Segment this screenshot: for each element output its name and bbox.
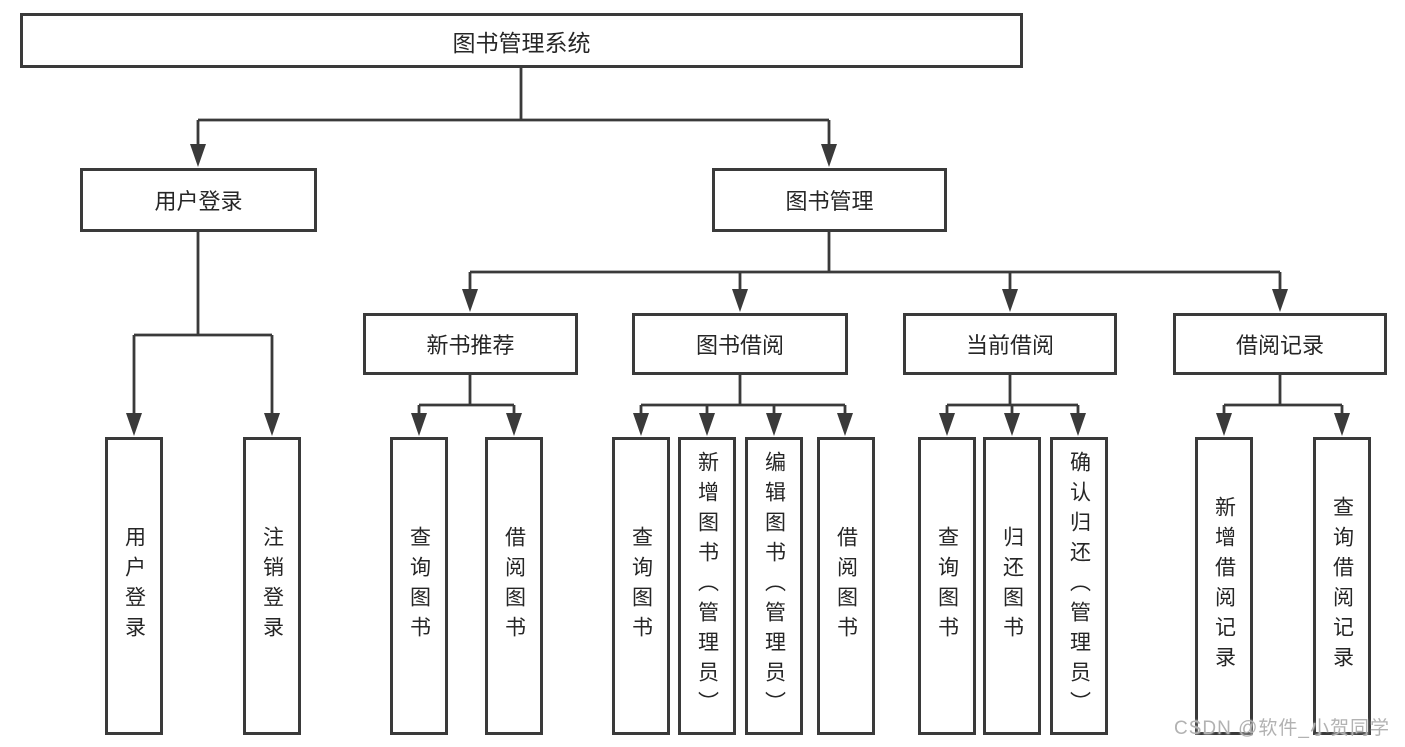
node-label: 图书管理 [785,189,874,214]
node-label: 注销登录 [260,526,284,646]
node-book-borrow: 图书借阅 [632,313,848,375]
node-label: 借阅记录 [1235,333,1324,358]
node-label: 查询图书 [629,526,653,646]
leaf-logout: 注销登录 [243,437,301,735]
node-label: 归还图书 [1000,526,1024,646]
node-label: 新增借阅记录 [1212,496,1236,676]
csdn-watermark: CSDN @软件_小贺同学 [1174,718,1390,739]
leaf-add-borrow-record: 新增借阅记录 [1195,437,1253,735]
node-new-book-recommend: 新书推荐 [363,313,578,375]
node-label: 编辑图书（管理员） [762,451,786,721]
tree-edges [132,68,1344,417]
node-label: 用户登录 [154,189,243,214]
leaf-add-book-admin: 新增图书（管理员） [678,437,736,735]
node-borrow-records: 借阅记录 [1173,313,1387,375]
node-label: 用户登录 [122,526,146,646]
node-label: 查询图书 [407,526,431,646]
leaf-confirm-return-admin: 确认归还（管理员） [1050,437,1108,735]
leaf-query-book-borrow: 查询图书 [612,437,670,735]
node-label: 查询借阅记录 [1330,496,1354,676]
node-system-root: 图书管理系统 [20,13,1023,68]
leaf-edit-book-admin: 编辑图书（管理员） [745,437,803,735]
node-label: 借阅图书 [502,526,526,646]
node-label: 图书借阅 [695,333,784,358]
leaf-return-book: 归还图书 [983,437,1041,735]
node-label: 查询图书 [935,526,959,646]
node-label: 新增图书（管理员） [695,451,719,721]
node-label: 借阅图书 [834,526,858,646]
leaf-borrow-book: 借阅图书 [817,437,875,735]
leaf-query-borrow-record: 查询借阅记录 [1313,437,1371,735]
node-label: 确认归还（管理员） [1067,451,1091,721]
node-book-management: 图书管理 [712,168,947,232]
leaf-query-book-newbook: 查询图书 [390,437,448,735]
leaf-query-book-current: 查询图书 [918,437,976,735]
node-user-login: 用户登录 [80,168,317,232]
node-label: 当前借阅 [965,333,1054,358]
leaf-borrow-book-newbook: 借阅图书 [485,437,543,735]
node-label: 新书推荐 [426,333,515,358]
node-label: 图书管理系统 [452,29,591,56]
node-current-borrow: 当前借阅 [903,313,1117,375]
leaf-user-login: 用户登录 [105,437,163,735]
arrowheads [126,144,1350,436]
